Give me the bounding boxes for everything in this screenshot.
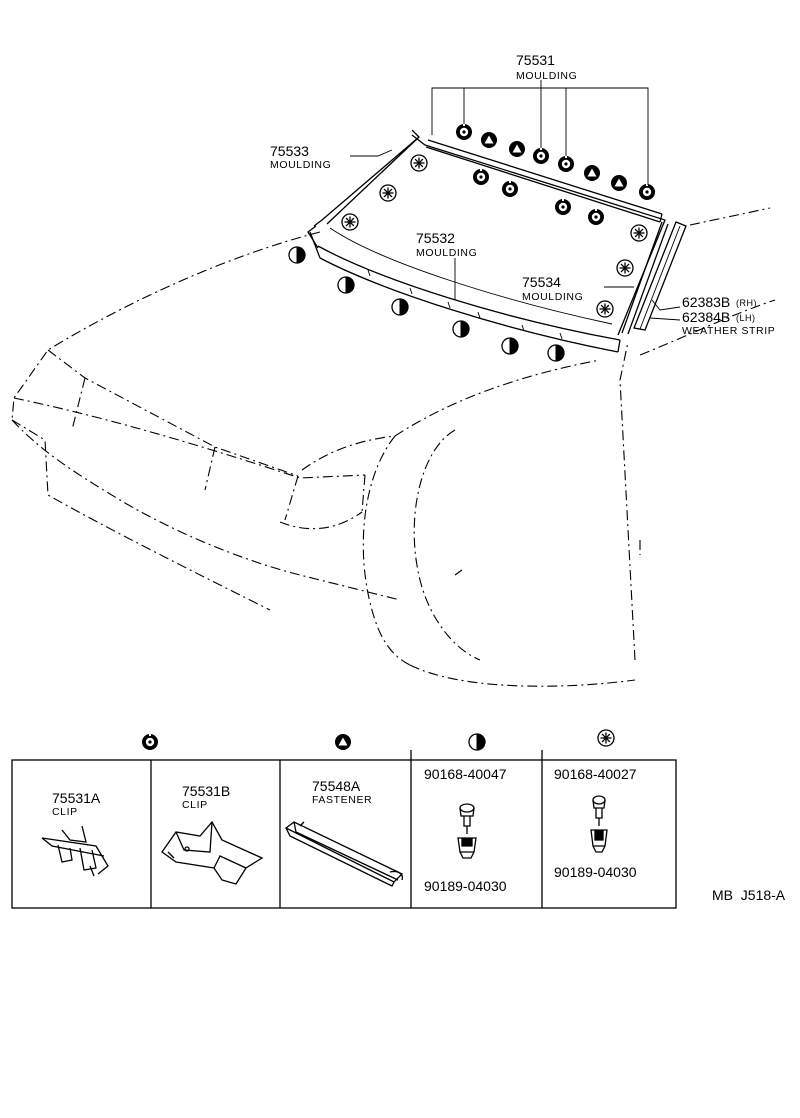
star-symbols	[341, 154, 648, 318]
part-62384b-name: WEATHER STRIP	[682, 325, 775, 337]
windshield-assembly	[307, 129, 687, 353]
drawing-code: MB J518-A	[712, 887, 786, 903]
fastener-marker	[509, 141, 525, 157]
legend-star-symbol	[597, 729, 615, 747]
legend-75531a-number: 75531A	[52, 790, 101, 806]
legend-75548a-number: 75548A	[312, 778, 361, 794]
screw-grommet-b-drawing	[590, 795, 608, 853]
clip-75531a-marker	[555, 198, 571, 215]
part-62384b-number: 62384B	[682, 309, 730, 325]
clip-75531a-marker	[502, 180, 518, 197]
part-62384b-side: (LH)	[736, 313, 756, 323]
car-body-outline	[11, 207, 776, 687]
clip-75531a-marker	[639, 183, 655, 200]
legend-clip-symbol	[142, 733, 158, 750]
legend-fastener-symbol	[335, 734, 351, 750]
clip-75531a-marker	[558, 155, 574, 172]
legend-75531b-name: CLIP	[182, 799, 208, 811]
legend-90189-04030-number-a: 90189-04030	[424, 878, 507, 894]
part-75534-name: MOULDING	[522, 291, 583, 303]
clip-75531a-marker	[533, 147, 549, 164]
part-62383b-number: 62383B	[682, 294, 730, 310]
legend-90189-04030-number-b: 90189-04030	[554, 864, 637, 880]
clip-75531b-drawing	[161, 820, 264, 885]
legend-75531a-name: CLIP	[52, 806, 78, 818]
clip-75531a-marker	[473, 168, 489, 185]
clip-75531a-drawing	[41, 825, 109, 877]
screw-grommet-a-drawing	[457, 803, 477, 859]
legend-half-circle-symbol	[468, 733, 486, 751]
fastener-marker	[481, 132, 497, 148]
part-62383b-side: (RH)	[736, 298, 757, 308]
clip-75531a-marker	[588, 208, 604, 225]
fastener-75548a-drawing	[284, 821, 404, 887]
part-75531-number: 75531	[516, 52, 555, 68]
legend-90168-40047-number: 90168-40047	[424, 766, 507, 782]
part-75533-number: 75533	[270, 143, 309, 159]
leader-lines	[350, 80, 681, 321]
part-75534-number: 75534	[522, 274, 561, 290]
fastener-symbols	[481, 132, 627, 191]
fastener-marker	[611, 175, 627, 191]
legend-90168-40027-number: 90168-40027	[554, 766, 637, 782]
legend-75531b-number: 75531B	[182, 783, 230, 799]
legend-table: 75531A CLIP 75531B CLIP 75548A FASTENER	[11, 729, 677, 909]
clip-75531a-marker	[456, 123, 472, 140]
half-circle-symbols	[288, 246, 565, 362]
legend-75548a-name: FASTENER	[312, 794, 372, 806]
part-75532-name: MOULDING	[416, 247, 477, 259]
part-75532-number: 75532	[416, 230, 455, 246]
part-75533-name: MOULDING	[270, 159, 331, 171]
part-75531-name: MOULDING	[516, 70, 577, 82]
fastener-marker	[584, 165, 600, 181]
